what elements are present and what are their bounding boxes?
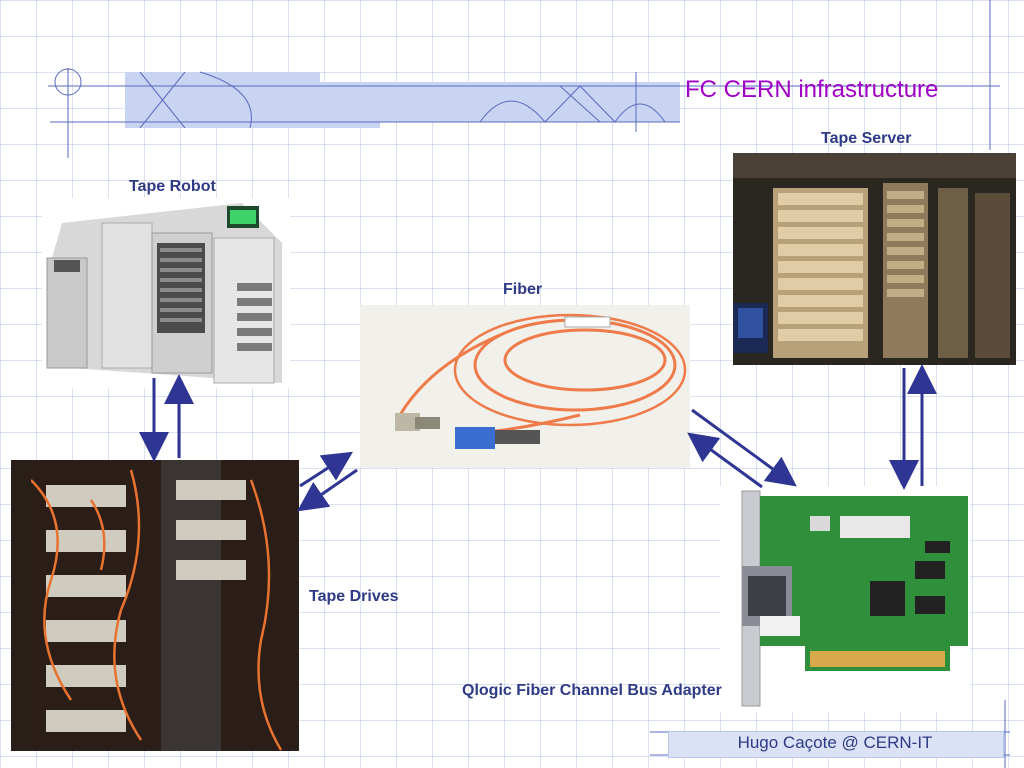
tape-drives-label: Tape Drives — [309, 588, 399, 605]
slide-title: FC CERN infrastructure — [685, 76, 939, 103]
tape-server-label: Tape Server — [821, 130, 912, 147]
tape-drives-image — [11, 460, 299, 751]
footer-band — [668, 731, 1004, 758]
qlogic-adapter-image — [720, 486, 970, 712]
tape-robot-label: Tape Robot — [129, 178, 216, 195]
tape-robot-image — [42, 198, 290, 388]
fiber-label: Fiber — [503, 281, 543, 298]
qlogic-adapter-label: Qlogic Fiber Channel Bus Adapter — [462, 682, 722, 699]
tape-server-image — [733, 153, 1016, 365]
footer-author: Hugo Caçote @ CERN-IT — [737, 733, 933, 752]
fiber-image — [360, 305, 690, 468]
